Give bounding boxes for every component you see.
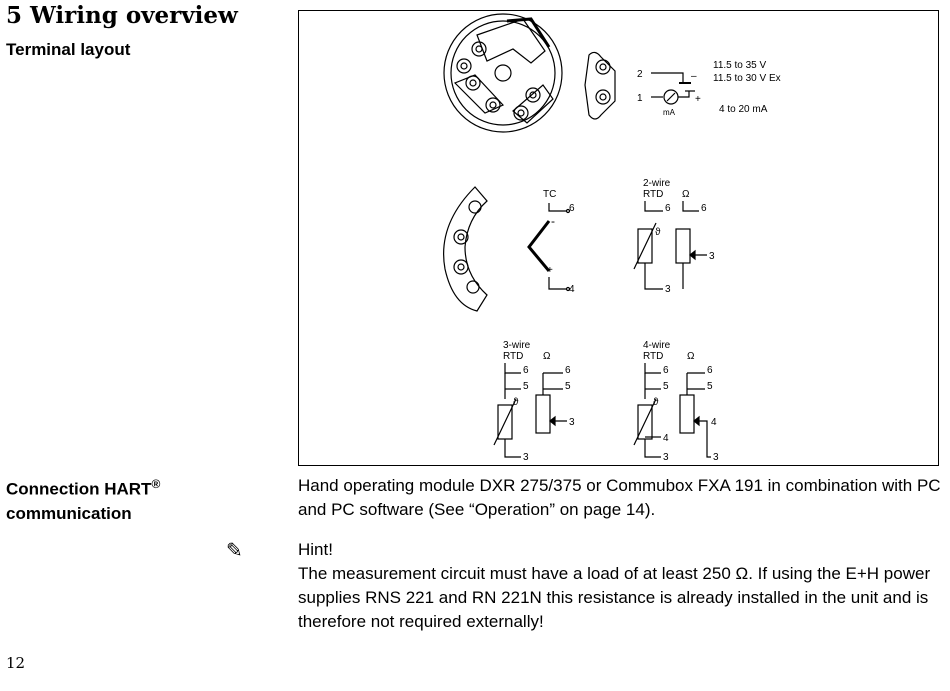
meter-label: mA	[663, 108, 676, 117]
connection-title: Connection HART®communication	[6, 477, 161, 523]
sensor-terminal-block-icon	[443, 186, 488, 312]
tc-minus: -	[551, 214, 555, 228]
rtd3-ohm-terminal-5: 5	[565, 381, 571, 392]
tc-plus: +	[547, 265, 553, 276]
pencil-icon: ✎	[226, 538, 243, 562]
supply-terminal-block-icon	[584, 51, 616, 120]
transmitter-head-icon	[443, 13, 563, 133]
rtd3-terminal-3: 3	[523, 452, 529, 463]
rtd-3wire-symbol	[493, 363, 567, 458]
rtd2-ohm-terminal-3: 3	[709, 251, 715, 262]
rtd4-title-2: RTD	[643, 351, 663, 362]
rtd2-title-1: 2-wire	[643, 178, 671, 189]
tc-terminal-4: 4	[569, 284, 575, 295]
rtd2-theta: ϑ	[655, 227, 661, 238]
rtd3-title-2: RTD	[503, 351, 523, 362]
connection-text: Hand operating module DXR 275/375 or Com…	[298, 476, 941, 519]
rtd4-title-1: 4-wire	[643, 340, 671, 351]
rtd3-ohm-terminal-3: 3	[569, 417, 575, 428]
rtd4-terminal-5: 5	[663, 381, 669, 392]
rtd4-ohm: Ω	[687, 351, 695, 362]
rtd-2wire-symbol	[633, 201, 707, 290]
page-heading: 5 Wiring overview	[6, 2, 238, 29]
tc-terminal-6: 6	[569, 203, 575, 214]
current-range-label: 4 to 20 mA	[719, 104, 768, 115]
rtd4-ohm-terminal-5: 5	[707, 381, 713, 392]
rtd2-terminal-3: 3	[665, 284, 671, 295]
supply-minus-label: –	[691, 71, 697, 82]
rtd4-terminal-6: 6	[663, 365, 669, 376]
rtd2-ohm-terminal-6: 6	[701, 203, 707, 214]
rtd2-title-2: RTD	[643, 189, 663, 200]
rtd3-ohm: Ω	[543, 351, 551, 362]
tc-title: TC	[543, 189, 556, 200]
rtd2-ohm: Ω	[682, 189, 690, 200]
wiring-figure: 2 1 – + mA 11.5 to 35 V 11.5 to 30 V Ex …	[298, 10, 939, 466]
rtd4-ohm-terminal-6: 6	[707, 365, 713, 376]
hint-text: The measurement circuit must have a load…	[298, 564, 931, 631]
supply-plus-label: +	[695, 94, 701, 105]
rtd4-terminal-4: 4	[663, 433, 669, 444]
thermocouple-symbol	[527, 203, 571, 292]
rtd3-title-1: 3-wire	[503, 340, 531, 351]
page-number: 12	[6, 654, 26, 672]
rtd-4wire-symbol	[633, 363, 711, 458]
supply-terminal-2: 2	[637, 69, 643, 80]
rtd3-ohm-terminal-6: 6	[565, 365, 571, 376]
rtd4-theta: ϑ	[653, 397, 659, 408]
voltage-range-label: 11.5 to 35 V	[713, 60, 767, 71]
rtd4-ohm-terminal-4: 4	[711, 417, 717, 428]
rtd3-terminal-6: 6	[523, 365, 529, 376]
terminal-layout-title: Terminal layout	[6, 40, 131, 59]
hint-title: Hint!	[298, 540, 333, 559]
voltage-range-ex-label: 11.5 to 30 V Ex	[713, 73, 781, 84]
rtd4-ohm-terminal-3: 3	[713, 452, 719, 463]
supply-terminal-1: 1	[637, 93, 643, 104]
rtd4-terminal-3: 3	[663, 452, 669, 463]
rtd3-terminal-5: 5	[523, 381, 529, 392]
wiring-diagram: 2 1 – + mA 11.5 to 35 V 11.5 to 30 V Ex …	[443, 13, 781, 463]
rtd3-theta: ϑ	[513, 397, 519, 408]
rtd2-terminal-6: 6	[665, 203, 671, 214]
